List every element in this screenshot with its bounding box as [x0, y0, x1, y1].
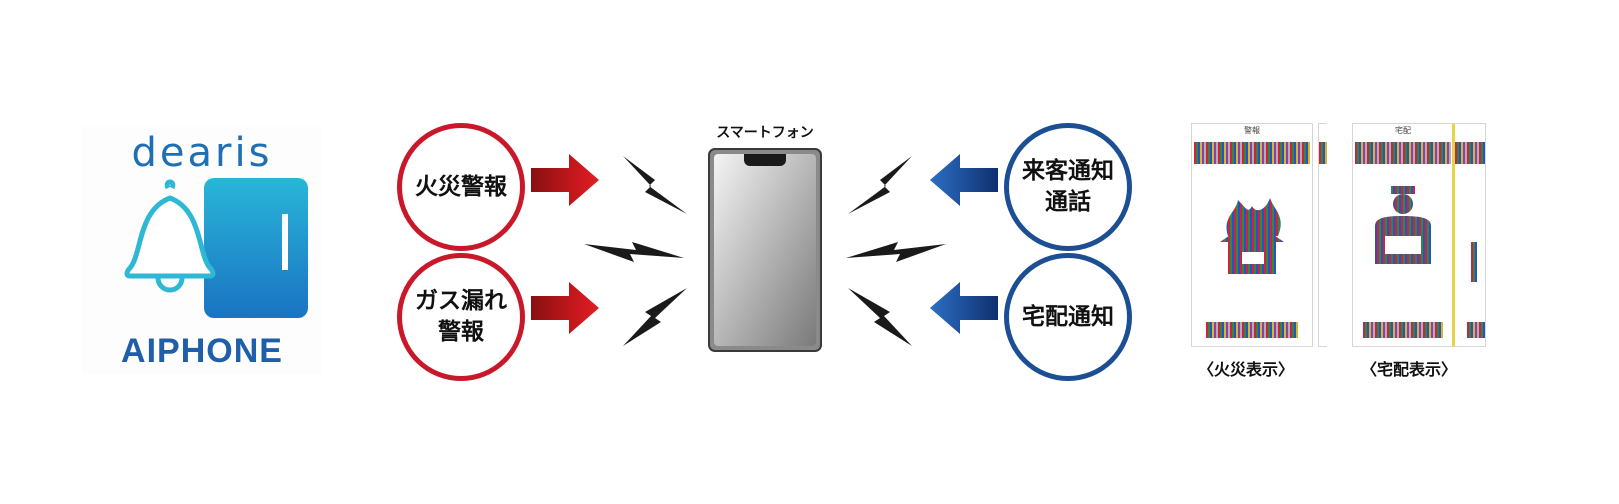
lightning-icon	[623, 156, 687, 214]
delivery-person-icon	[1375, 186, 1431, 264]
lightning-icon	[623, 288, 687, 346]
arrow-left-icon	[930, 282, 998, 334]
fire-caption: 〈火災表示〉	[1198, 360, 1295, 379]
arrow-right-icon	[531, 282, 599, 334]
delivery-screen-header: 宅配	[1395, 126, 1411, 135]
lightning-icon	[846, 242, 946, 262]
delivery-node: 宅配通知	[1004, 253, 1132, 381]
fire-screen-header: 警報	[1244, 126, 1260, 135]
delivery-label: 宅配通知	[1022, 303, 1114, 330]
delivery-screen: 宅配	[1352, 123, 1454, 347]
app-icon: dearis AIPHONE	[82, 126, 322, 374]
arrow-right-icon	[531, 154, 599, 206]
screen-edge	[1318, 123, 1327, 347]
visitor-call-label: 来客通知 通話	[1022, 158, 1114, 215]
arrow-left-icon	[930, 154, 998, 206]
fire-house-icon	[1220, 198, 1284, 274]
fire-screen: 警報	[1191, 123, 1313, 347]
smartphone-label: スマートフォン	[716, 125, 814, 141]
brand-aiphone: AIPHONE	[121, 332, 283, 370]
gas-leak-node: ガス漏れ 警報	[397, 253, 525, 381]
bell-door-icon	[124, 178, 308, 318]
fire-alarm-node: 火災警報	[397, 123, 525, 251]
screen-edge	[1452, 123, 1486, 347]
visitor-call-node: 来客通知 通話	[1004, 123, 1132, 251]
gas-leak-label: ガス漏れ 警報	[415, 288, 507, 345]
lightning-icon	[584, 242, 684, 262]
smartphone-icon	[708, 148, 822, 352]
lightning-icon	[848, 156, 912, 214]
delivery-caption: 〈宅配表示〉	[1361, 360, 1458, 379]
brand-dearis: dearis	[131, 130, 273, 176]
fire-alarm-label: 火災警報	[415, 173, 507, 200]
lightning-icon	[848, 288, 912, 346]
